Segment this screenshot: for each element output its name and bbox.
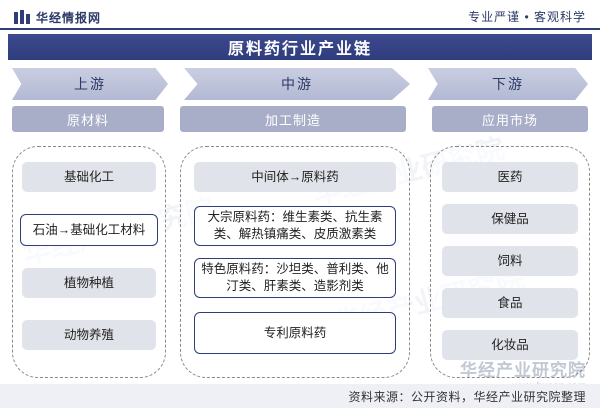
downstream-item: 保健品 [442, 204, 578, 234]
source-note: 资料来源：公开资料，华经产业研究院整理 [348, 390, 586, 404]
diagram-title: 原料药行业产业链 [227, 41, 372, 58]
brand-name: 华经情报网 [36, 10, 102, 25]
stage-downstream: 下游 [428, 68, 588, 100]
category-midstream: 加工制造 [180, 106, 406, 132]
midstream-item: 专利原料药 [194, 312, 396, 354]
brand: 华经情报网 [14, 8, 101, 26]
stage-upstream: 上游 [12, 68, 168, 100]
category-downstream: 应用市场 [432, 106, 588, 132]
title-bar: 原料药行业产业链 [8, 34, 592, 60]
brand-logo-icon [14, 10, 30, 24]
downstream-item: 医药 [442, 162, 578, 192]
footer-bar [0, 384, 600, 408]
midstream-item: 特色原料药：沙坦类、普利类、他汀类、肝素类、造影剂类 [194, 258, 396, 298]
midstream-item: 中间体→原料药 [194, 162, 396, 192]
upstream-item: 基础化工 [22, 162, 156, 192]
category-upstream: 原材料 [12, 106, 164, 132]
upstream-item: 植物种植 [22, 268, 156, 298]
stage-midstream: 中游 [184, 68, 410, 100]
downstream-item: 食品 [442, 288, 578, 318]
downstream-item: 饲料 [442, 246, 578, 276]
upstream-item: 动物养殖 [22, 320, 156, 350]
corner-watermark-name: 华经产业研究院 [460, 361, 586, 380]
header-divider [0, 28, 600, 30]
slogan: 专业严谨 • 客观科学 [468, 10, 586, 24]
downstream-item: 化妆品 [442, 330, 578, 360]
midstream-item: 大宗原料药：维生素类、抗生素类、解热镇痛类、皮质激素类 [194, 206, 396, 246]
upstream-item: 石油→基础化工材料 [20, 214, 158, 246]
